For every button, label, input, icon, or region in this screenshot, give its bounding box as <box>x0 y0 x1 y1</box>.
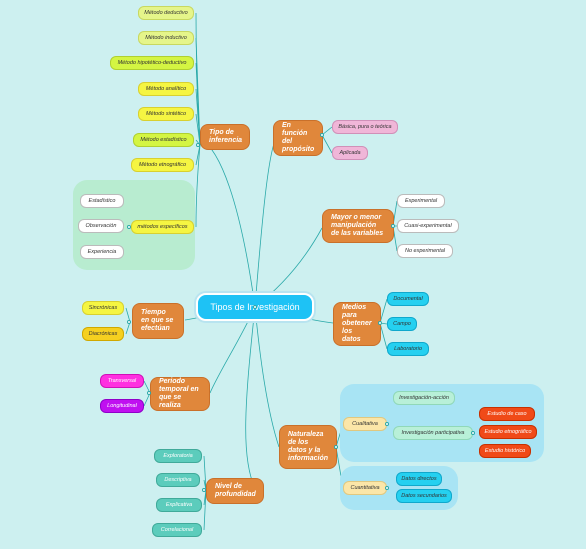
leaf-metodo-etnografico[interactable]: Método etnográfico <box>131 158 194 172</box>
leaf-estudio-historico[interactable]: Estudio histórico <box>479 444 531 458</box>
leaf-estadistico[interactable]: Estadístico <box>80 194 124 208</box>
connector-dot <box>385 422 389 426</box>
connector-dot <box>127 225 131 229</box>
leaf-metodo-hipotetico[interactable]: Método hipotético-deductivo <box>110 56 194 70</box>
connector-dot <box>391 224 395 228</box>
topic-naturaleza[interactable]: Naturaleza de los datos y la información <box>279 425 337 469</box>
topic-profundidad[interactable]: Nivel de profundidad <box>206 478 264 504</box>
connector-dot <box>202 488 206 492</box>
connector-dot <box>253 305 257 309</box>
topic-inferencia[interactable]: Tipo de inferencia <box>200 124 250 150</box>
connector-root-proposito <box>254 137 277 308</box>
connector-dot <box>320 133 324 137</box>
leaf-diacronicas[interactable]: Diacrónicas <box>82 327 124 341</box>
connector-dot <box>334 445 338 449</box>
leaf-sincronicas[interactable]: Sincrónicas <box>82 301 124 315</box>
leaf-metodo-analitico[interactable]: Método analítico <box>138 82 194 96</box>
topic-medios[interactable]: Medios para obetener los datos <box>333 302 381 346</box>
leaf-documental[interactable]: Documental <box>387 292 429 306</box>
leaf-longitudinal[interactable]: Longitudinal <box>100 399 144 413</box>
leaf-datos-directos[interactable]: Datos directos <box>396 472 442 486</box>
leaf-metodos-especificos[interactable]: métodos específicos <box>131 220 194 234</box>
leaf-basica[interactable]: Básica, pura o teórica <box>332 120 398 134</box>
leaf-aplicada[interactable]: Aplicada <box>332 146 368 160</box>
leaf-exploratoria[interactable]: Exploratoria <box>154 449 202 463</box>
topic-proposito[interactable]: En función del propósito <box>273 120 323 156</box>
topic-tiempo[interactable]: Tiempo en que se efectúan <box>132 303 184 339</box>
leaf-cuantitativa[interactable]: Cuantitativa <box>343 481 387 495</box>
connector-dot <box>147 391 151 395</box>
connector-root-naturaleza <box>254 306 280 448</box>
leaf-metodo-estadistico[interactable]: Método estadístico <box>133 133 194 147</box>
connector-dot <box>385 486 389 490</box>
topic-manipulacion[interactable]: Mayor o menor manipulación de las variab… <box>322 209 394 243</box>
leaf-investigacion-accion[interactable]: Investigación-acción <box>393 391 455 405</box>
leaf-correlacional[interactable]: Correlacional <box>152 523 202 537</box>
leaf-descriptiva[interactable]: Descriptiva <box>156 473 200 487</box>
leaf-cualitativa[interactable]: Cualitativa <box>343 417 387 431</box>
connector-dot <box>471 431 475 435</box>
leaf-estudio-caso[interactable]: Estudio de caso <box>479 407 535 421</box>
connector-dot <box>196 143 200 147</box>
leaf-experimental[interactable]: Experimental <box>397 194 445 208</box>
leaf-explicativa[interactable]: Explicativa <box>156 498 202 512</box>
leaf-transversal[interactable]: Transversal <box>100 374 144 388</box>
leaf-metodo-inductivo[interactable]: Método inductivo <box>138 31 194 45</box>
connector-root-profundidad <box>245 306 257 491</box>
leaf-cuasi-experimental[interactable]: Cuasi-experimental <box>397 219 459 233</box>
leaf-experiencia[interactable]: Experiencia <box>80 245 124 259</box>
leaf-estudio-etnografico[interactable]: Estudio etnográfico <box>479 425 537 439</box>
connector-root-inferencia <box>199 137 256 308</box>
topic-periodo[interactable]: Periodo temporal en que se realiza <box>150 377 210 411</box>
leaf-investigacion-participativa[interactable]: Investigación participativa <box>393 426 473 440</box>
leaf-laboratorio[interactable]: Laboratorio <box>387 342 429 356</box>
leaf-metodo-sintetico[interactable]: Método sintético <box>138 107 194 121</box>
leaf-no-experimental[interactable]: No experimental <box>397 244 453 258</box>
leaf-observacion[interactable]: Observación <box>78 219 124 233</box>
connector-dot <box>127 320 131 324</box>
leaf-campo[interactable]: Campo <box>387 317 417 331</box>
leaf-metodo-deductivo[interactable]: Método deductivo <box>138 6 194 20</box>
connector-dot <box>378 321 382 325</box>
leaf-datos-secundarios[interactable]: Datos secundarios <box>396 489 452 503</box>
